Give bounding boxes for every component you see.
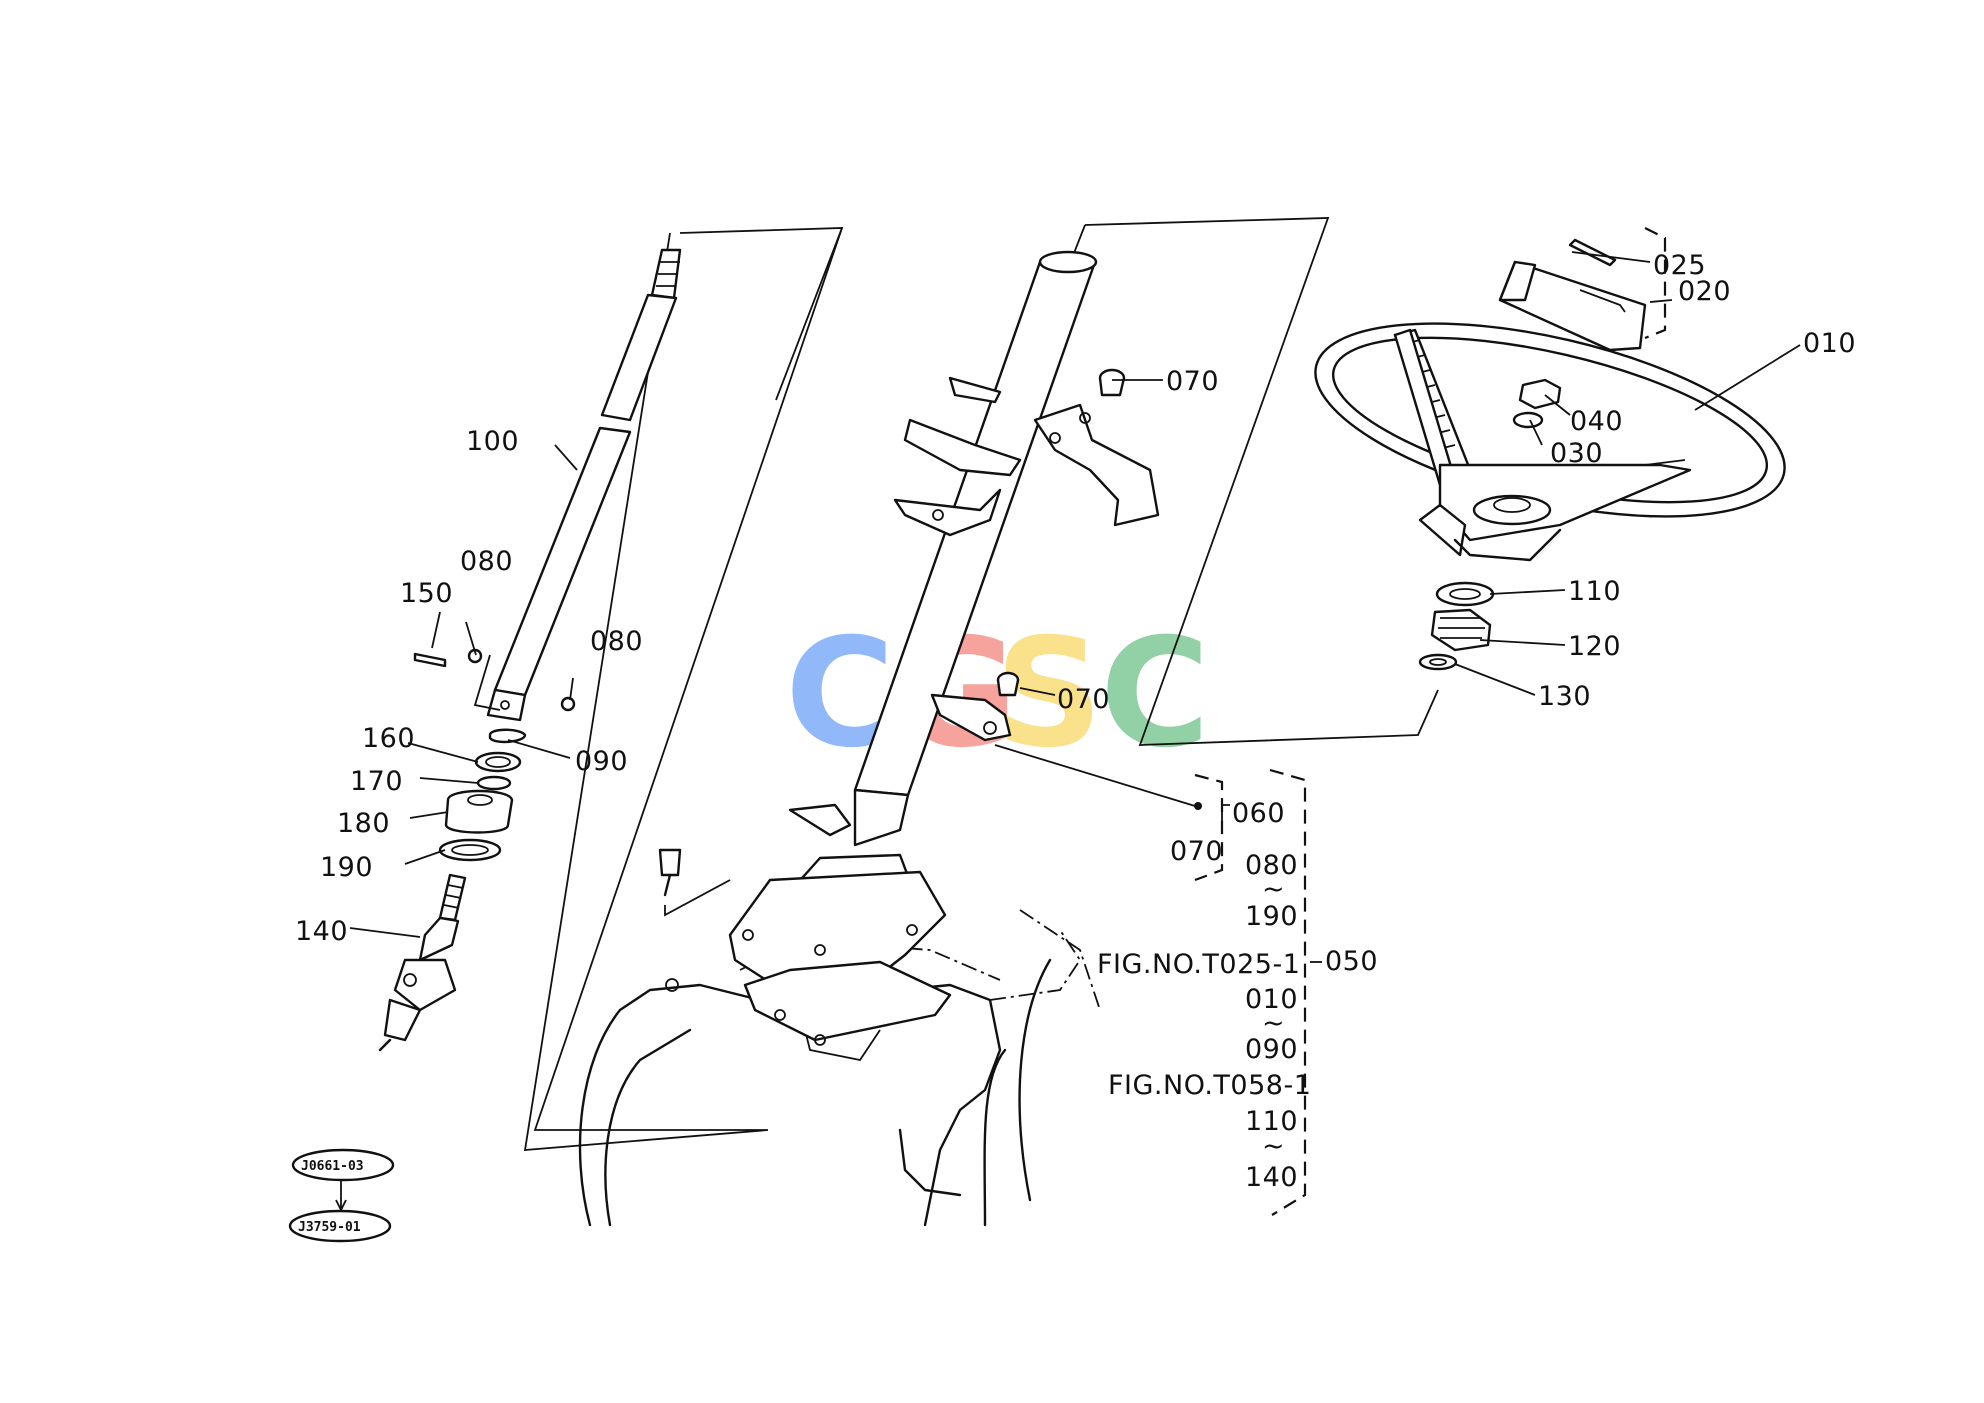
label-025: 025: [1653, 250, 1706, 281]
label-130: 130: [1538, 681, 1591, 712]
list-080: 080: [1245, 850, 1298, 881]
label-190: 190: [320, 852, 373, 883]
list-050: 050: [1325, 946, 1378, 977]
bearing-110: [1435, 581, 1495, 607]
label-100: 100: [466, 426, 519, 457]
horn-cap-020: [1498, 238, 1647, 352]
washer-130: [1418, 653, 1458, 671]
label-070-upper: 070: [1166, 366, 1219, 397]
watermark-letter-4: C: [1100, 607, 1210, 781]
label-070-middle: 070: [1057, 684, 1110, 715]
label-170: 170: [350, 766, 403, 797]
ring-170: [476, 775, 512, 791]
steering-column: [658, 250, 1160, 1046]
universal-joint-140: [378, 873, 467, 1052]
label-090: 090: [575, 746, 628, 777]
label-010: 010: [1803, 328, 1856, 359]
nut-080-right: [560, 696, 576, 712]
shaft-bracket-line: [473, 654, 501, 711]
washer-030: [1512, 411, 1544, 429]
label-140: 140: [295, 916, 348, 947]
ring-160: [474, 751, 522, 773]
transmission-housing: [578, 909, 1101, 1227]
reference-code-1: J0661-03: [301, 1159, 364, 1174]
left-frame-edge: [775, 227, 843, 401]
bushing-070-upper: [1098, 368, 1126, 397]
list-110: 110: [1245, 1106, 1298, 1137]
label-180: 180: [337, 808, 390, 839]
list-060: 060: [1232, 798, 1285, 829]
part-labels: 025 020 010 040 030 110 120 130 070 070 …: [295, 250, 1856, 947]
assembly-brackets: [1194, 227, 1667, 1216]
label-030: 030: [1550, 438, 1603, 469]
reference-code-2: J3759-01: [298, 1220, 361, 1235]
nut-040: [1518, 378, 1562, 410]
bushing-070-middle: [996, 671, 1020, 697]
reference-oval-1: [291, 1148, 395, 1182]
list-range-3: ~: [1262, 1131, 1285, 1162]
bushing-070-lower-dot: [1194, 802, 1202, 810]
list-010: 010: [1245, 984, 1298, 1015]
label-070-lower: 070: [1170, 836, 1223, 867]
list-140: 140: [1245, 1162, 1298, 1193]
nut-120: [1430, 608, 1492, 652]
label-120: 120: [1568, 631, 1621, 662]
steering-shaft: [486, 248, 682, 722]
label-110: 110: [1568, 576, 1621, 607]
watermark: C G S C: [785, 607, 1210, 781]
pin-150: [413, 652, 447, 668]
middle-group-frame: [1084, 217, 1439, 746]
reference-codes: J0661-03 J3759-01: [288, 1148, 395, 1243]
label-080-right: 080: [590, 626, 643, 657]
bearing-180: [444, 789, 514, 834]
reference-oval-2: [288, 1209, 392, 1243]
label-080-upper: 080: [460, 546, 513, 577]
label-020: 020: [1678, 276, 1731, 307]
list-range-2: ~: [1262, 1008, 1285, 1039]
left-group-frame: [523, 227, 844, 1151]
leader-lines: [349, 251, 1801, 938]
assembly-list: 060 080 ~ 190 FIG.NO.T025-1 050 010 ~ 09…: [1097, 798, 1378, 1193]
list-range-1: ~: [1262, 874, 1285, 905]
list-190: 190: [1245, 901, 1298, 932]
snap-ring-190: [438, 838, 502, 862]
list-090: 090: [1245, 1034, 1298, 1065]
washer-090: [488, 728, 527, 744]
steering-wheel-010: [1314, 322, 1786, 562]
list-fig-t025: FIG.NO.T025-1: [1097, 949, 1300, 980]
list-fig-t058: FIG.NO.T058-1: [1108, 1070, 1311, 1101]
label-150: 150: [400, 578, 453, 609]
nameplate-025: [1568, 238, 1617, 267]
label-160: 160: [362, 723, 415, 754]
label-040: 040: [1570, 406, 1623, 437]
